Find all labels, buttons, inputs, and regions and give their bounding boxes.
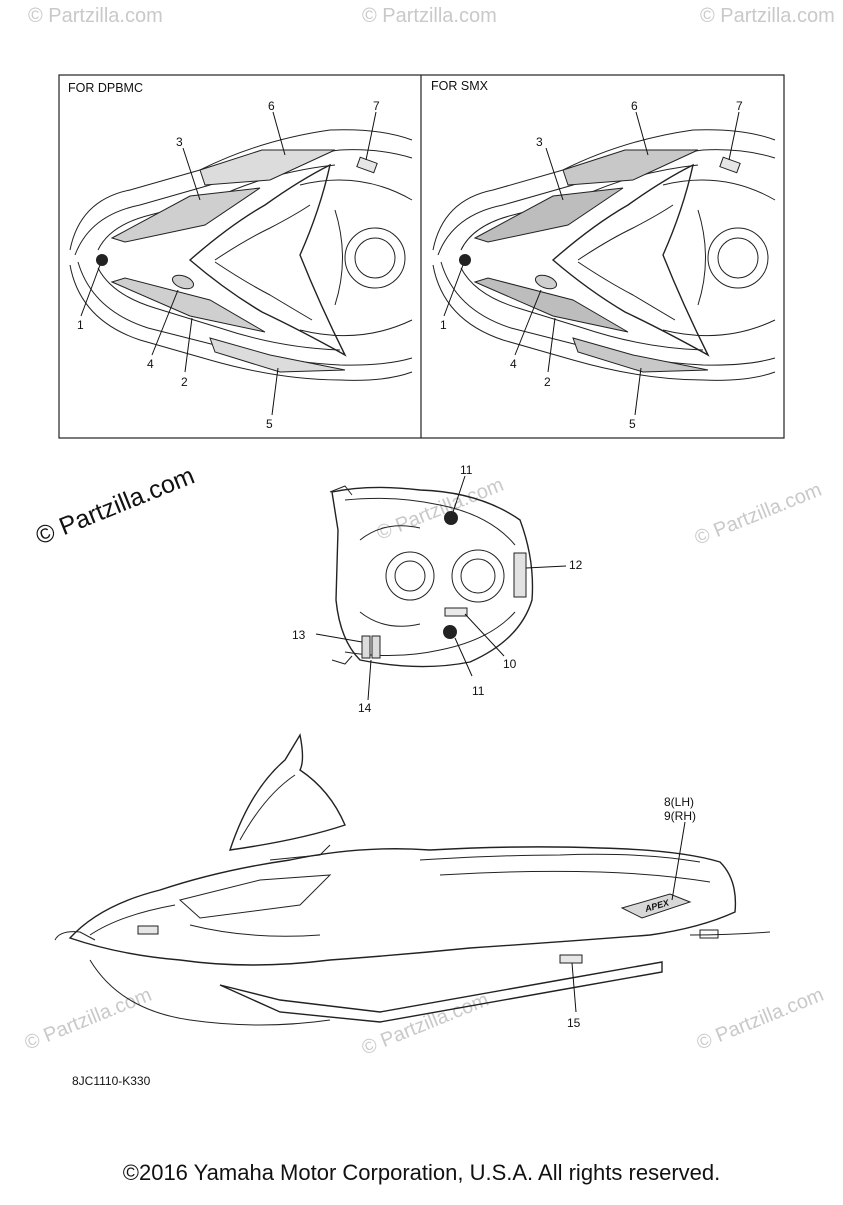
callout-3: 3 [536, 135, 543, 149]
callout-5: 5 [629, 417, 636, 431]
callout-2: 2 [544, 375, 551, 389]
watermark-prominent: © Partzilla.com [32, 461, 199, 550]
callout-8: 8(LH) [664, 795, 694, 809]
watermark: © Partzilla.com [700, 5, 835, 27]
callout-10: 10 [503, 657, 517, 671]
callout-13: 13 [292, 628, 306, 642]
panel-title-dpbmc: FOR DPBMC [68, 81, 143, 95]
callout-5: 5 [266, 417, 273, 431]
callout-4: 4 [147, 357, 154, 371]
watermark: © Partzilla.com [374, 474, 507, 545]
copyright-notice: ©2016 Yamaha Motor Corporation, U.S.A. A… [122, 1160, 721, 1185]
watermark-group: © Partzilla.com © Partzilla.com © Partzi… [22, 5, 835, 1060]
watermark: © Partzilla.com [694, 984, 827, 1055]
callout-3: 3 [176, 135, 183, 149]
callout-14: 14 [358, 701, 372, 715]
watermark: © Partzilla.com [359, 989, 492, 1060]
rear-top-view [315, 475, 567, 701]
callout-6: 6 [268, 99, 275, 113]
hood-top-view-dpbmc [69, 111, 413, 416]
snowmobile-side-view: APEX [54, 733, 771, 1026]
watermark: © Partzilla.com [22, 984, 155, 1055]
callout-1: 1 [440, 318, 447, 332]
watermark: © Partzilla.com [28, 5, 163, 27]
watermark: © Partzilla.com [362, 5, 497, 27]
hood-top-view-smx [432, 111, 776, 416]
callout-7: 7 [373, 99, 380, 113]
callout-6: 6 [631, 99, 638, 113]
callout-2: 2 [181, 375, 188, 389]
callout-11: 11 [460, 463, 473, 477]
callout-9: 9(RH) [664, 809, 696, 823]
callout-4: 4 [510, 357, 517, 371]
callout-15: 15 [567, 1016, 581, 1030]
watermark: © Partzilla.com [692, 479, 825, 550]
callout-1: 1 [77, 318, 84, 332]
diagram-reference-code: 8JC1110-K330 [72, 1074, 151, 1088]
panel-title-smx: FOR SMX [431, 79, 489, 93]
callout-11-lower: 11 [472, 684, 485, 698]
callout-12: 12 [569, 558, 583, 572]
callout-7: 7 [736, 99, 743, 113]
